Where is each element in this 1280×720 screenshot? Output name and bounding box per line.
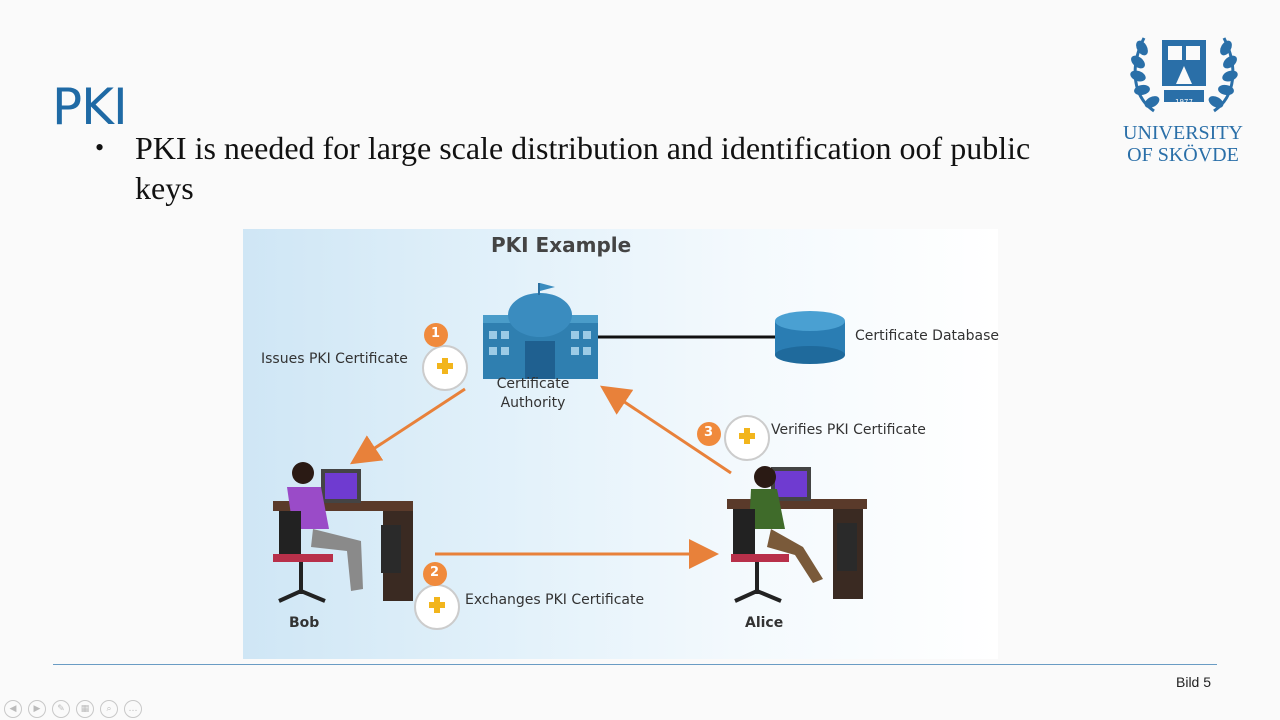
alice-label: Alice	[745, 615, 784, 631]
ca-label-line-1: Certificate	[496, 376, 570, 392]
step-1-plus-icon	[422, 345, 468, 391]
logo-line-1: UNIVERSITY	[1123, 122, 1243, 144]
pki-diagram: PKI Example 1 2 3 Issues PKI Certificate…	[243, 229, 999, 659]
db-label: Certificate Database	[855, 328, 999, 344]
zoom-icon[interactable]: ⌕	[100, 700, 118, 718]
pen-icon[interactable]: ✎	[52, 700, 70, 718]
more-icon[interactable]: …	[124, 700, 142, 718]
step-3-label: Verifies PKI Certificate	[771, 422, 926, 438]
step-3-number: 3	[704, 425, 714, 440]
diagram-title: PKI Example	[491, 233, 632, 257]
certificate-database-icon	[775, 311, 845, 364]
step-3-plus-icon	[724, 415, 770, 461]
logo-year: 1977	[1175, 98, 1193, 106]
bullet-text: PKI is needed for large scale distributi…	[135, 130, 1031, 206]
step-2-badge	[423, 562, 447, 586]
slide-nav-toolbar: ◀ ▶ ✎ ▦ ⌕ …	[4, 700, 142, 720]
arrow-alice-to-ca	[600, 385, 732, 475]
step-2-number: 2	[430, 565, 440, 580]
step-1-number: 1	[431, 326, 441, 341]
footer-divider	[53, 664, 1217, 665]
certificate-authority-icon	[483, 283, 598, 379]
diagram-graphics	[273, 283, 867, 630]
slides-icon[interactable]: ▦	[76, 700, 94, 718]
slide-title: PKI	[52, 78, 128, 136]
step-1-label: Issues PKI Certificate	[261, 351, 408, 367]
ca-label: Certificate Authority	[488, 375, 578, 413]
step-3-badge	[697, 422, 721, 446]
alice-workstation-icon	[727, 466, 867, 603]
step-2-plus-icon	[414, 584, 460, 630]
bob-workstation-icon	[273, 462, 413, 603]
logo-line-2: OF SKÖVDE	[1127, 144, 1239, 166]
next-icon[interactable]: ▶	[28, 700, 46, 718]
page-number: Bild 5	[1176, 674, 1212, 690]
bullet-dot: •	[95, 133, 105, 162]
ca-label-line-2: Authority	[500, 395, 566, 411]
step-2-label: Exchanges PKI Certificate	[465, 592, 645, 608]
bob-label: Bob	[289, 615, 320, 631]
university-logo: 1977	[1114, 26, 1254, 166]
prev-icon[interactable]: ◀	[4, 700, 22, 718]
arrow-ca-to-bob	[349, 387, 466, 465]
step-1-badge	[424, 323, 448, 347]
logo-text: UNIVERSITY OF SKÖVDE	[1110, 122, 1256, 166]
